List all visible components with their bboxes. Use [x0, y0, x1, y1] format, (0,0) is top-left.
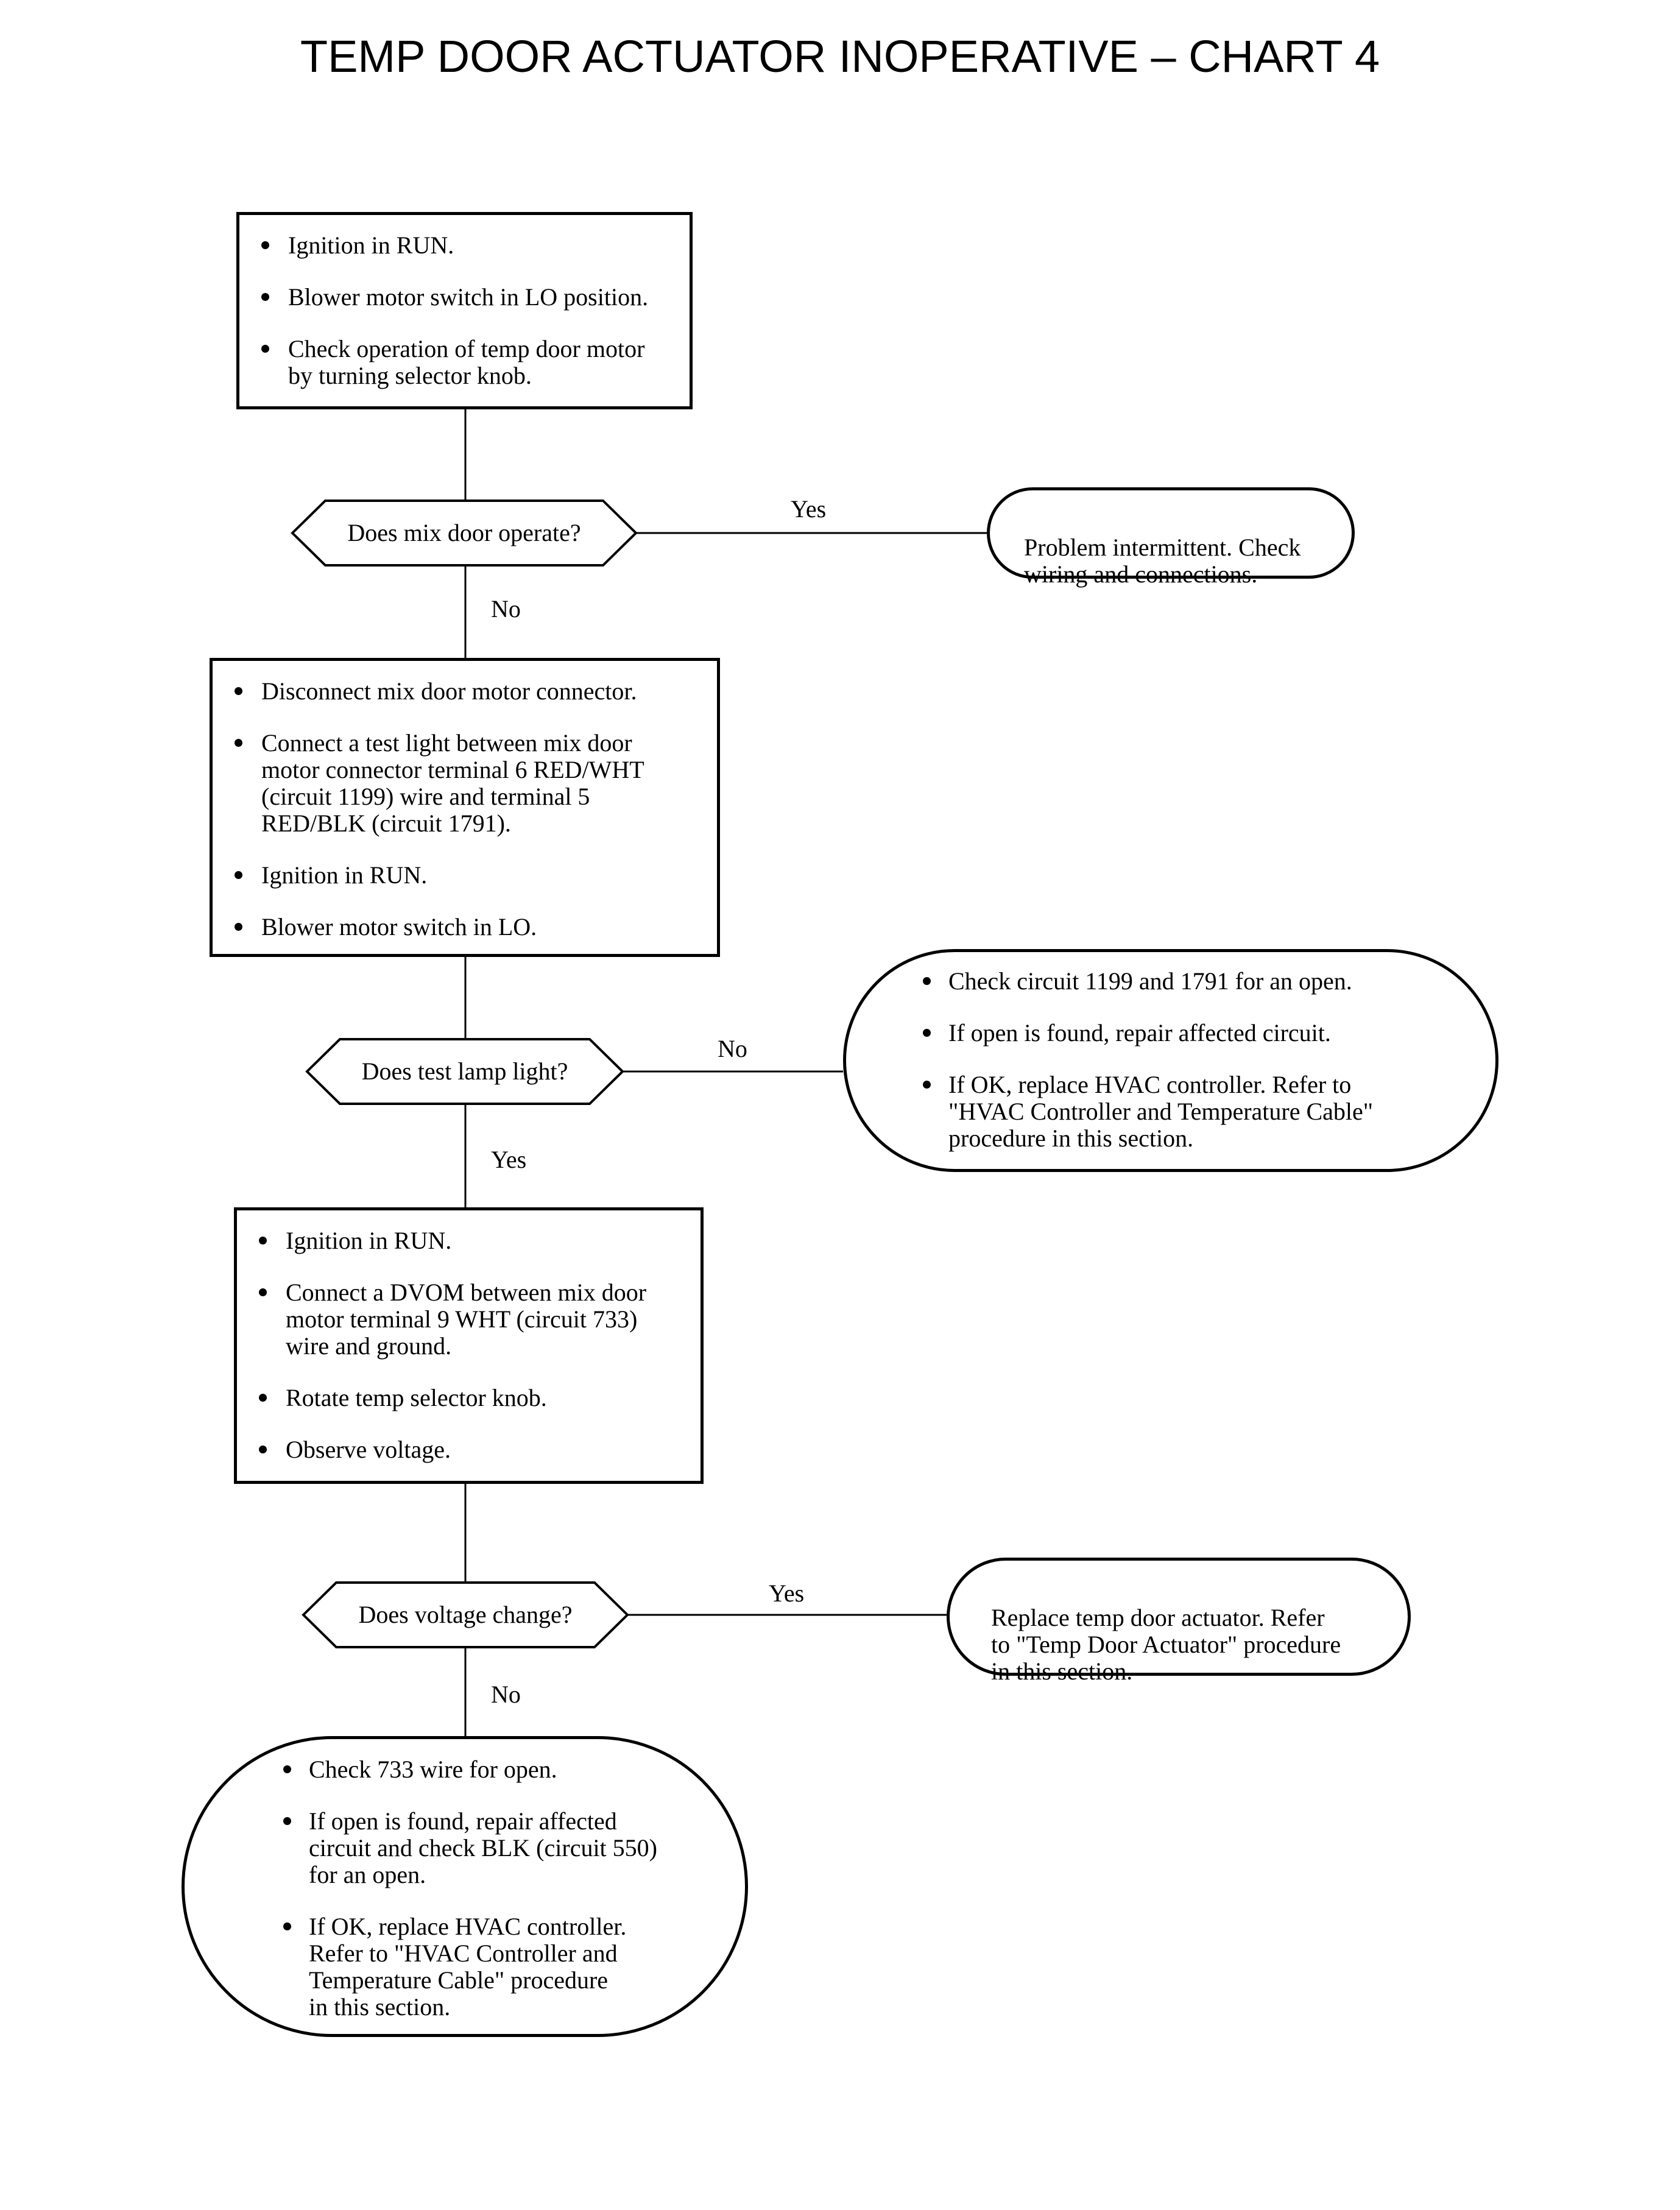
page-title: TEMP DOOR ACTUATOR INOPERATIVE – CHART 4: [300, 31, 1380, 82]
decision2-no-label: No: [718, 1035, 747, 1062]
process-box-step1: Ignition in RUN. Blower motor switch in …: [236, 212, 693, 409]
process-box-step2: Disconnect mix door motor connector. Con…: [210, 658, 720, 957]
step1-item: Check operation of temp door motor by tu…: [252, 336, 677, 389]
decision2-no-item: If OK, replace HVAC controller. Refer to…: [914, 1071, 1483, 1152]
decision3-yes-label: Yes: [769, 1580, 805, 1607]
step2-item: Disconnect mix door motor connector.: [225, 678, 705, 705]
decision1-question: Does mix door operate?: [347, 519, 581, 546]
decision-diamond-3: [302, 1581, 629, 1648]
step3-item: Ignition in RUN.: [249, 1227, 688, 1254]
decision3-no-item: If open is found, repair affected circui…: [275, 1808, 733, 1888]
decision3-no-item: If OK, replace HVAC controller. Refer to…: [275, 1913, 733, 2021]
decision-diamond-1: [291, 500, 638, 567]
decision-diamond-2: [305, 1038, 624, 1105]
decision1-no-label: No: [491, 595, 521, 623]
step3-item: Observe voltage.: [249, 1436, 688, 1463]
step2-item: Connect a test light between mix door mo…: [225, 730, 705, 837]
process-box-step3: Ignition in RUN. Connect a DVOM between …: [234, 1207, 704, 1484]
decision3-no-label: No: [491, 1681, 521, 1708]
decision1-yes-label: Yes: [791, 495, 827, 523]
decision2-no-item: Check circuit 1199 and 1791 for an open.: [914, 968, 1483, 995]
decision3-no-item: Check 733 wire for open.: [275, 1756, 733, 1783]
step3-item: Rotate temp selector knob.: [249, 1385, 688, 1411]
step1-item: Blower motor switch in LO position.: [252, 284, 677, 311]
step2-item: Blower motor switch in LO.: [225, 914, 705, 941]
step1-item: Ignition in RUN.: [252, 232, 677, 259]
terminal-decision1-yes: Problem intermittent. Check wiring and c…: [987, 487, 1355, 588]
terminal-decision2-no: Check circuit 1199 and 1791 for an open.…: [843, 949, 1498, 1172]
decision2-no-item: If open is found, repair affected circui…: [914, 1020, 1483, 1047]
step3-item: Connect a DVOM between mix door motor te…: [249, 1279, 688, 1360]
decision2-question: Does test lamp light?: [361, 1057, 568, 1085]
step2-item: Ignition in RUN.: [225, 862, 705, 889]
decision3-question: Does voltage change?: [358, 1601, 573, 1628]
decision2-yes-label: Yes: [491, 1146, 527, 1173]
terminal-decision3-no: Check 733 wire for open. If open is foun…: [182, 1736, 748, 2037]
terminal-decision3-yes: Replace temp door actuator. Refer to "Te…: [947, 1558, 1411, 1685]
